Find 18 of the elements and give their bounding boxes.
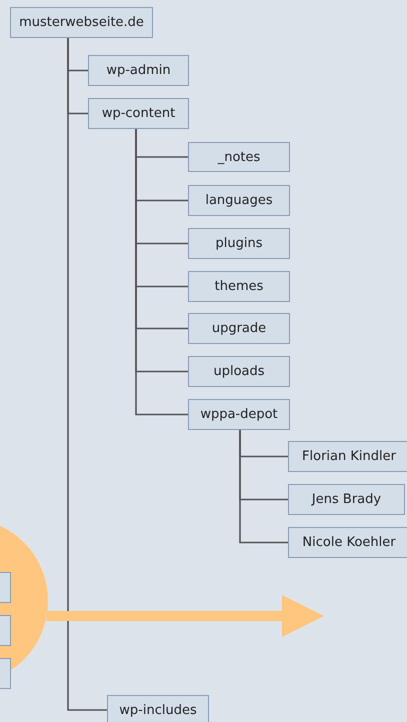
folder-box: plugins bbox=[188, 228, 290, 259]
folder-box: themes bbox=[188, 271, 290, 302]
folder-box: Florian Kindler bbox=[288, 441, 407, 472]
folder-box: _notes bbox=[188, 142, 290, 172]
folder-box: languages bbox=[188, 185, 290, 216]
folder-box: wp-content bbox=[88, 98, 189, 129]
folder-box: wp-admin bbox=[88, 55, 189, 86]
folder-box: uploads bbox=[188, 356, 290, 387]
connector-line bbox=[67, 38, 107, 711]
arrow bbox=[46, 595, 324, 637]
connector-line bbox=[239, 430, 288, 544]
folder-box: wp-includes bbox=[107, 695, 209, 722]
folder-box: Nicole Koehler bbox=[288, 527, 407, 558]
folder-box: Jens Brady bbox=[288, 484, 405, 515]
folder-box: musterwebseite.de bbox=[10, 7, 153, 38]
connector-line bbox=[135, 129, 188, 416]
folder-box: wppa-depot bbox=[188, 399, 290, 430]
folder-box: upgrade bbox=[188, 313, 290, 344]
